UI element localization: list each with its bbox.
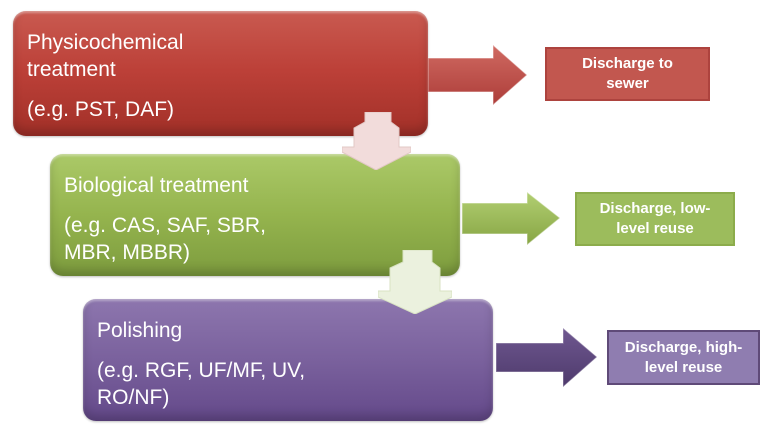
stage-text-physicochemical: Physicochemical treatment (e.g. PST, DAF… [13, 11, 428, 123]
output-label-line: Discharge, low- [599, 200, 711, 217]
stage-examples-line: (e.g. PST, DAF) [27, 98, 175, 121]
output-label-line: sewer [606, 75, 649, 92]
output-label-line: Discharge, high- [624, 338, 743, 356]
stage-box-physicochemical: Physicochemical treatment (e.g. PST, DAF… [13, 11, 428, 136]
stage-text-biological: Biological treatment (e.g. CAS, SAF, SBR… [50, 154, 460, 266]
stage-title-line: treatment [27, 58, 116, 81]
down-arrow-icon [342, 112, 411, 170]
stage-box-biological: Biological treatment (e.g. CAS, SAF, SBR… [50, 154, 460, 276]
stage-box-polishing: Polishing (e.g. RGF, UF/MF, UV, RO/NF) [83, 299, 493, 421]
right-arrow-icon [462, 192, 560, 245]
stage-examples-line: RO/NF) [97, 386, 170, 409]
output-label-line: Discharge to [582, 55, 673, 72]
output-label-line: level reuse [644, 358, 723, 376]
stage-title-line: Biological treatment [64, 174, 249, 197]
stage-title-line: Physicochemical [27, 31, 184, 54]
right-arrow-icon [496, 328, 597, 387]
stage-examples-line: (e.g. RGF, UF/MF, UV, [97, 359, 306, 382]
output-box-discharge-low-level-reuse: Discharge, low- level reuse [575, 192, 735, 246]
output-box-discharge-sewer: Discharge to sewer [545, 47, 710, 101]
down-arrow-icon [378, 250, 452, 314]
right-arrow-icon [428, 45, 527, 105]
stage-examples-line: MBR, MBBR) [64, 241, 190, 264]
stage-examples-line: (e.g. CAS, SAF, SBR, [64, 214, 266, 237]
output-label-line: level reuse [616, 220, 694, 237]
stage-title-line: Polishing [97, 319, 183, 342]
output-box-discharge-high-level-reuse: Discharge, high- level reuse [607, 330, 760, 385]
stage-text-polishing: Polishing (e.g. RGF, UF/MF, UV, RO/NF) [83, 299, 493, 411]
